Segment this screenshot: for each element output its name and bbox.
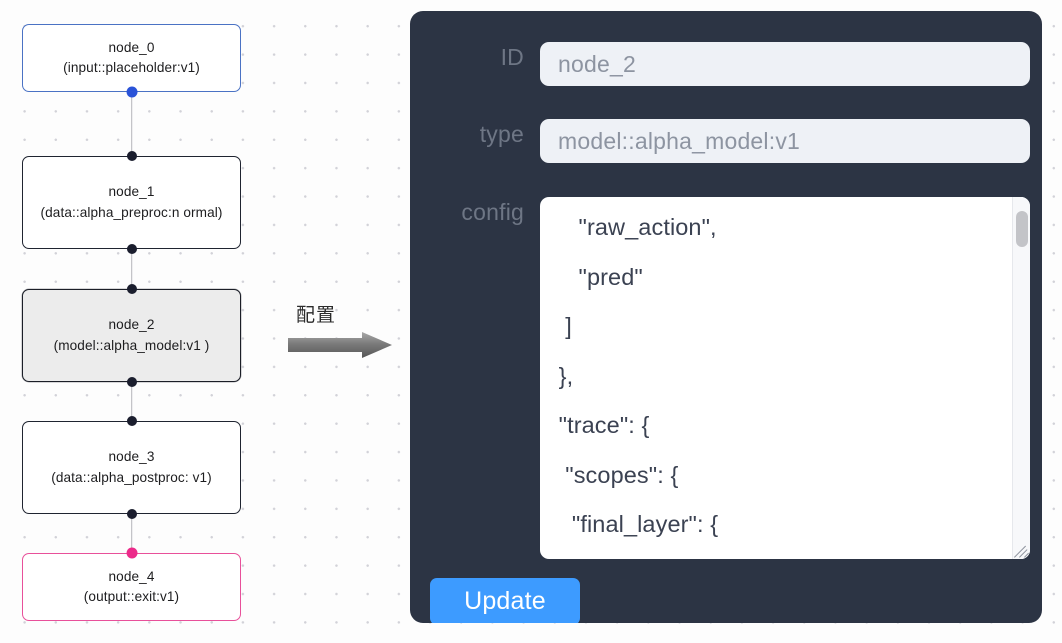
config-scrollbar-thumb[interactable] — [1016, 211, 1028, 247]
flow-label: 配置 — [296, 304, 337, 326]
node-subtitle: (output::exit:v1) — [83, 589, 180, 604]
node-title: node_3 — [108, 449, 155, 464]
graph-node-node_2[interactable]: node_2 (model::alpha_model:v1 ) — [22, 289, 241, 382]
graph-node-node_0[interactable]: node_0 (input::placeholder:v1) — [22, 24, 241, 92]
node1-output-handle[interactable] — [126, 244, 137, 254]
id-input[interactable] — [540, 42, 1030, 86]
node-config-panel: ID type config "raw_action", "pred" ] },… — [410, 11, 1042, 623]
node-subtitle: (model::alpha_model:v1 ) — [53, 337, 210, 353]
config-textarea[interactable]: "raw_action", "pred" ] }, "trace": { "sc… — [558, 214, 719, 537]
node-subtitle: (data::alpha_preproc:n ormal) — [40, 204, 223, 220]
type-label: type — [479, 121, 524, 147]
edge-node3-node4 — [130, 514, 133, 553]
edge-node2-node3 — [130, 382, 133, 421]
node-subtitle: (input::placeholder:v1) — [63, 60, 200, 75]
update-button[interactable]: Update — [430, 578, 580, 623]
node3-output-handle[interactable] — [126, 509, 137, 519]
node-title: node_0 — [108, 39, 155, 55]
node0-output-handle[interactable] — [126, 86, 137, 98]
id-field-row: ID — [420, 42, 1030, 86]
node4-input-handle[interactable] — [126, 547, 137, 559]
config-scrollbar[interactable] — [1012, 197, 1030, 559]
right-arrow-icon — [288, 332, 392, 358]
node-title: node_1 — [108, 184, 155, 199]
resize-grip-icon[interactable] — [1012, 541, 1029, 558]
id-label: ID — [500, 44, 524, 70]
type-input[interactable] — [540, 119, 1030, 163]
config-field-row: config "raw_action", "pred" ] }, "trace"… — [420, 197, 1030, 559]
edge-node0-node1 — [130, 92, 133, 156]
node-title: node_2 — [108, 317, 155, 332]
node2-input-handle[interactable] — [126, 284, 137, 294]
type-field-row: type — [420, 119, 1030, 163]
edge-node1-node2 — [130, 249, 133, 289]
node2-output-handle[interactable] — [126, 377, 137, 387]
node3-input-handle[interactable] — [126, 416, 137, 426]
graph-node-node_3[interactable]: node_3 (data::alpha_postproc: v1) — [22, 421, 241, 514]
config-label: config — [461, 199, 524, 225]
node-title: node_4 — [108, 568, 155, 584]
node1-input-handle[interactable] — [126, 151, 137, 161]
config-textarea-wrapper[interactable]: "raw_action", "pred" ] }, "trace": { "sc… — [540, 197, 1030, 559]
graph-node-node_4[interactable]: node_4 (output::exit:v1) — [22, 553, 241, 621]
node-subtitle: (data::alpha_postproc: v1) — [51, 469, 212, 485]
graph-node-node_1[interactable]: node_1 (data::alpha_preproc:n ormal) — [22, 156, 241, 249]
